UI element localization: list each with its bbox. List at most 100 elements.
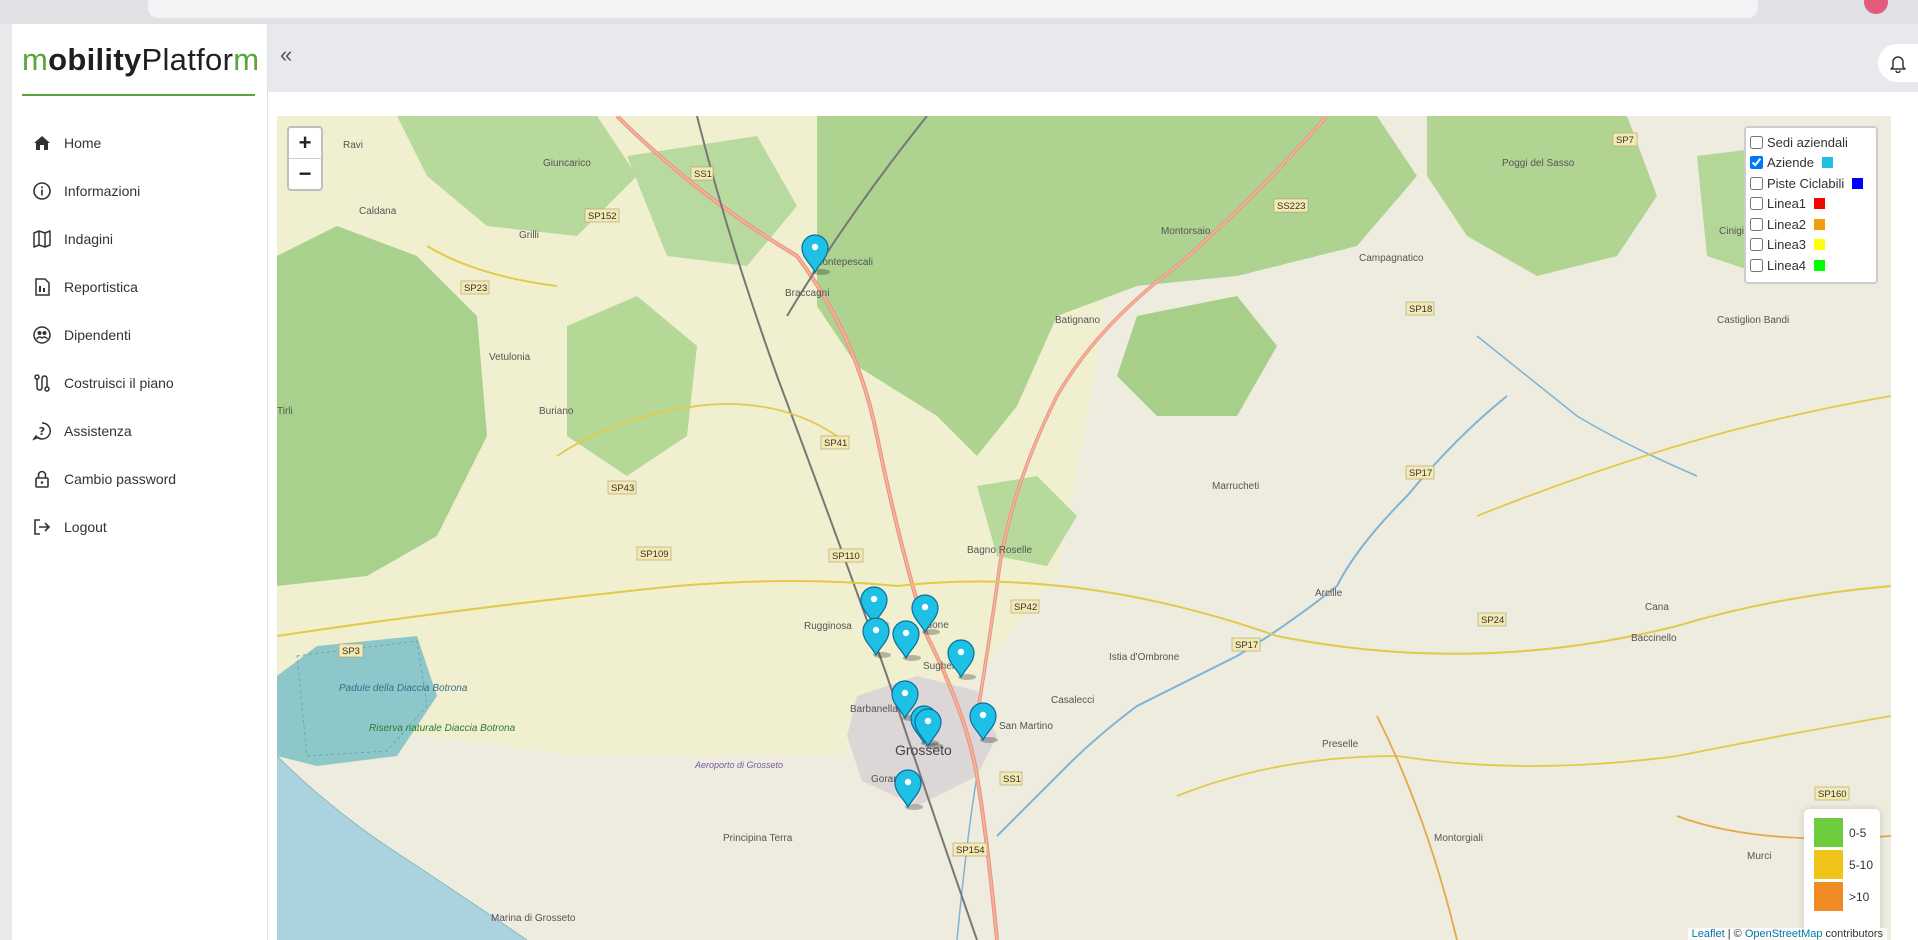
layer-color-swatch xyxy=(1814,239,1826,251)
map-attribution: Leaflet | © OpenStreetMap contributors xyxy=(1687,928,1887,940)
layer-sedi-aziendali[interactable]: Sedi aziendali xyxy=(1750,132,1872,153)
place-label: Ravi xyxy=(343,140,363,151)
leaflet-link[interactable]: Leaflet xyxy=(1691,928,1725,940)
layer-linea4[interactable]: Linea4 xyxy=(1750,255,1872,276)
company-marker[interactable] xyxy=(914,708,943,749)
sidebar-item-indagini[interactable]: Indagini xyxy=(32,215,176,263)
svg-text:SP154: SP154 xyxy=(956,845,985,856)
map-container[interactable]: Ravi Giuncarico Caldana Grilli Montepesc… xyxy=(277,116,1891,940)
place-label: adone xyxy=(921,620,949,631)
collapse-sidebar-button[interactable]: « xyxy=(280,42,293,67)
lock-icon xyxy=(35,470,49,488)
layer-piste-ciclabili[interactable]: Piste Ciclabili xyxy=(1750,173,1872,194)
layer-checkbox[interactable] xyxy=(1750,176,1763,190)
place-label: Batignano xyxy=(1055,315,1100,326)
road-label: SP42 xyxy=(1010,599,1040,614)
company-marker[interactable] xyxy=(969,702,998,743)
layer-linea3[interactable]: Linea3 xyxy=(1750,235,1872,256)
place-label: Marrucheti xyxy=(1212,481,1259,492)
zoom-out-button[interactable]: − xyxy=(298,161,312,186)
layer-color-swatch xyxy=(1852,177,1864,189)
svg-text:SP3: SP3 xyxy=(342,646,360,657)
place-label: Casalecci xyxy=(1051,695,1094,706)
road-label: SP43 xyxy=(607,480,637,495)
sidebar-item-reportistica[interactable]: Reportistica xyxy=(32,263,176,311)
road-label: SP7 xyxy=(1612,132,1638,147)
browser-top-bar xyxy=(0,0,1918,24)
sidebar-item-home[interactable]: Home xyxy=(32,119,176,167)
layer-label: Linea4 xyxy=(1767,257,1807,273)
employees-icon xyxy=(33,326,51,344)
place-label: Istia d'Ombrone xyxy=(1109,652,1180,663)
layer-linea2[interactable]: Linea2 xyxy=(1750,214,1872,235)
place-label: Arcille xyxy=(1315,588,1343,599)
layer-checkbox[interactable] xyxy=(1750,135,1763,149)
logo-bold: obility xyxy=(48,42,142,77)
map-icon xyxy=(33,230,51,248)
company-marker[interactable] xyxy=(801,234,830,275)
zoom-control: + − xyxy=(287,126,323,191)
layer-checkbox[interactable] xyxy=(1750,156,1763,170)
road-label: SP152 xyxy=(584,208,620,223)
sidebar-item-logout[interactable]: Logout xyxy=(32,503,176,551)
sidebar-item-costruisci-piano[interactable]: Costruisci il piano xyxy=(32,359,176,407)
logo-m-end: m xyxy=(233,42,260,77)
road-label: SP109 xyxy=(636,546,672,561)
home-icon xyxy=(34,136,50,150)
road-label: SS1 xyxy=(690,166,714,181)
road-label: SS223 xyxy=(1273,198,1309,213)
layer-checkbox[interactable] xyxy=(1750,238,1763,252)
place-label: Aeroporto di Grosseto xyxy=(694,760,783,770)
layer-aziende[interactable]: Aziende xyxy=(1750,153,1872,174)
svg-text:SP152: SP152 xyxy=(588,211,617,222)
legend-item: >10 xyxy=(1814,882,1869,911)
svg-text:SP41: SP41 xyxy=(824,438,847,449)
map-legend: 0-5 5-10 >10 xyxy=(1804,809,1880,939)
company-marker[interactable] xyxy=(892,620,921,661)
svg-text:SP43: SP43 xyxy=(611,483,634,494)
sidebar-item-label: Cambio password xyxy=(64,471,177,487)
sidebar-item-cambio-password[interactable]: Cambio password xyxy=(32,455,176,503)
notifications-button[interactable] xyxy=(1878,44,1918,82)
place-label: Castiglion Bandi xyxy=(1717,315,1789,326)
app-logo[interactable]: mobilityPlatform xyxy=(22,42,259,78)
layer-checkbox[interactable] xyxy=(1750,197,1763,211)
svg-text:SS1: SS1 xyxy=(694,169,712,180)
layer-checkbox[interactable] xyxy=(1750,258,1763,272)
layer-label: Sedi aziendali xyxy=(1767,134,1848,150)
place-label: Rugginosa xyxy=(804,621,852,632)
osm-link[interactable]: OpenStreetMap xyxy=(1744,928,1823,940)
sidebar-item-dipendenti[interactable]: Dipendenti xyxy=(32,311,176,359)
company-marker[interactable] xyxy=(947,639,976,680)
bell-icon xyxy=(1890,56,1906,73)
layer-label: Aziende xyxy=(1767,155,1814,171)
city-label-grosseto: Grosseto xyxy=(895,742,952,758)
svg-text:SS223: SS223 xyxy=(1277,201,1306,212)
zoom-in-button[interactable]: + xyxy=(289,128,321,159)
company-marker[interactable] xyxy=(911,594,940,635)
layer-checkbox[interactable] xyxy=(1750,217,1763,231)
sidebar-item-informazioni[interactable]: Informazioni xyxy=(32,167,176,215)
legend-swatch xyxy=(1814,818,1843,847)
place-label: Grilli xyxy=(519,230,539,241)
road-label: SP17 xyxy=(1405,465,1435,480)
svg-text:SP110: SP110 xyxy=(832,551,860,562)
company-marker[interactable] xyxy=(894,769,923,810)
sidebar-item-label: Informazioni xyxy=(64,183,141,199)
browser-profile-avatar[interactable] xyxy=(1864,0,1888,14)
sidebar-item-assistenza[interactable]: ? Assistenza xyxy=(32,407,176,455)
place-label: Buriano xyxy=(539,406,574,417)
layer-linea1[interactable]: Linea1 xyxy=(1750,194,1872,215)
layer-color-swatch xyxy=(1814,218,1826,230)
address-bar[interactable] xyxy=(148,0,1758,18)
top-header: « xyxy=(268,24,1918,92)
place-label: Braccagni xyxy=(785,288,829,299)
road-label: SP23 xyxy=(460,280,490,295)
legend-label: >10 xyxy=(1849,889,1870,904)
layer-label: Piste Ciclabili xyxy=(1767,175,1845,191)
place-label: Principina Terra xyxy=(723,833,793,844)
layer-color-swatch xyxy=(1814,198,1826,210)
company-marker[interactable] xyxy=(862,617,891,658)
map-tiles[interactable]: Ravi Giuncarico Caldana Grilli Montepesc… xyxy=(277,116,1891,940)
svg-text:SP17: SP17 xyxy=(1235,640,1258,651)
